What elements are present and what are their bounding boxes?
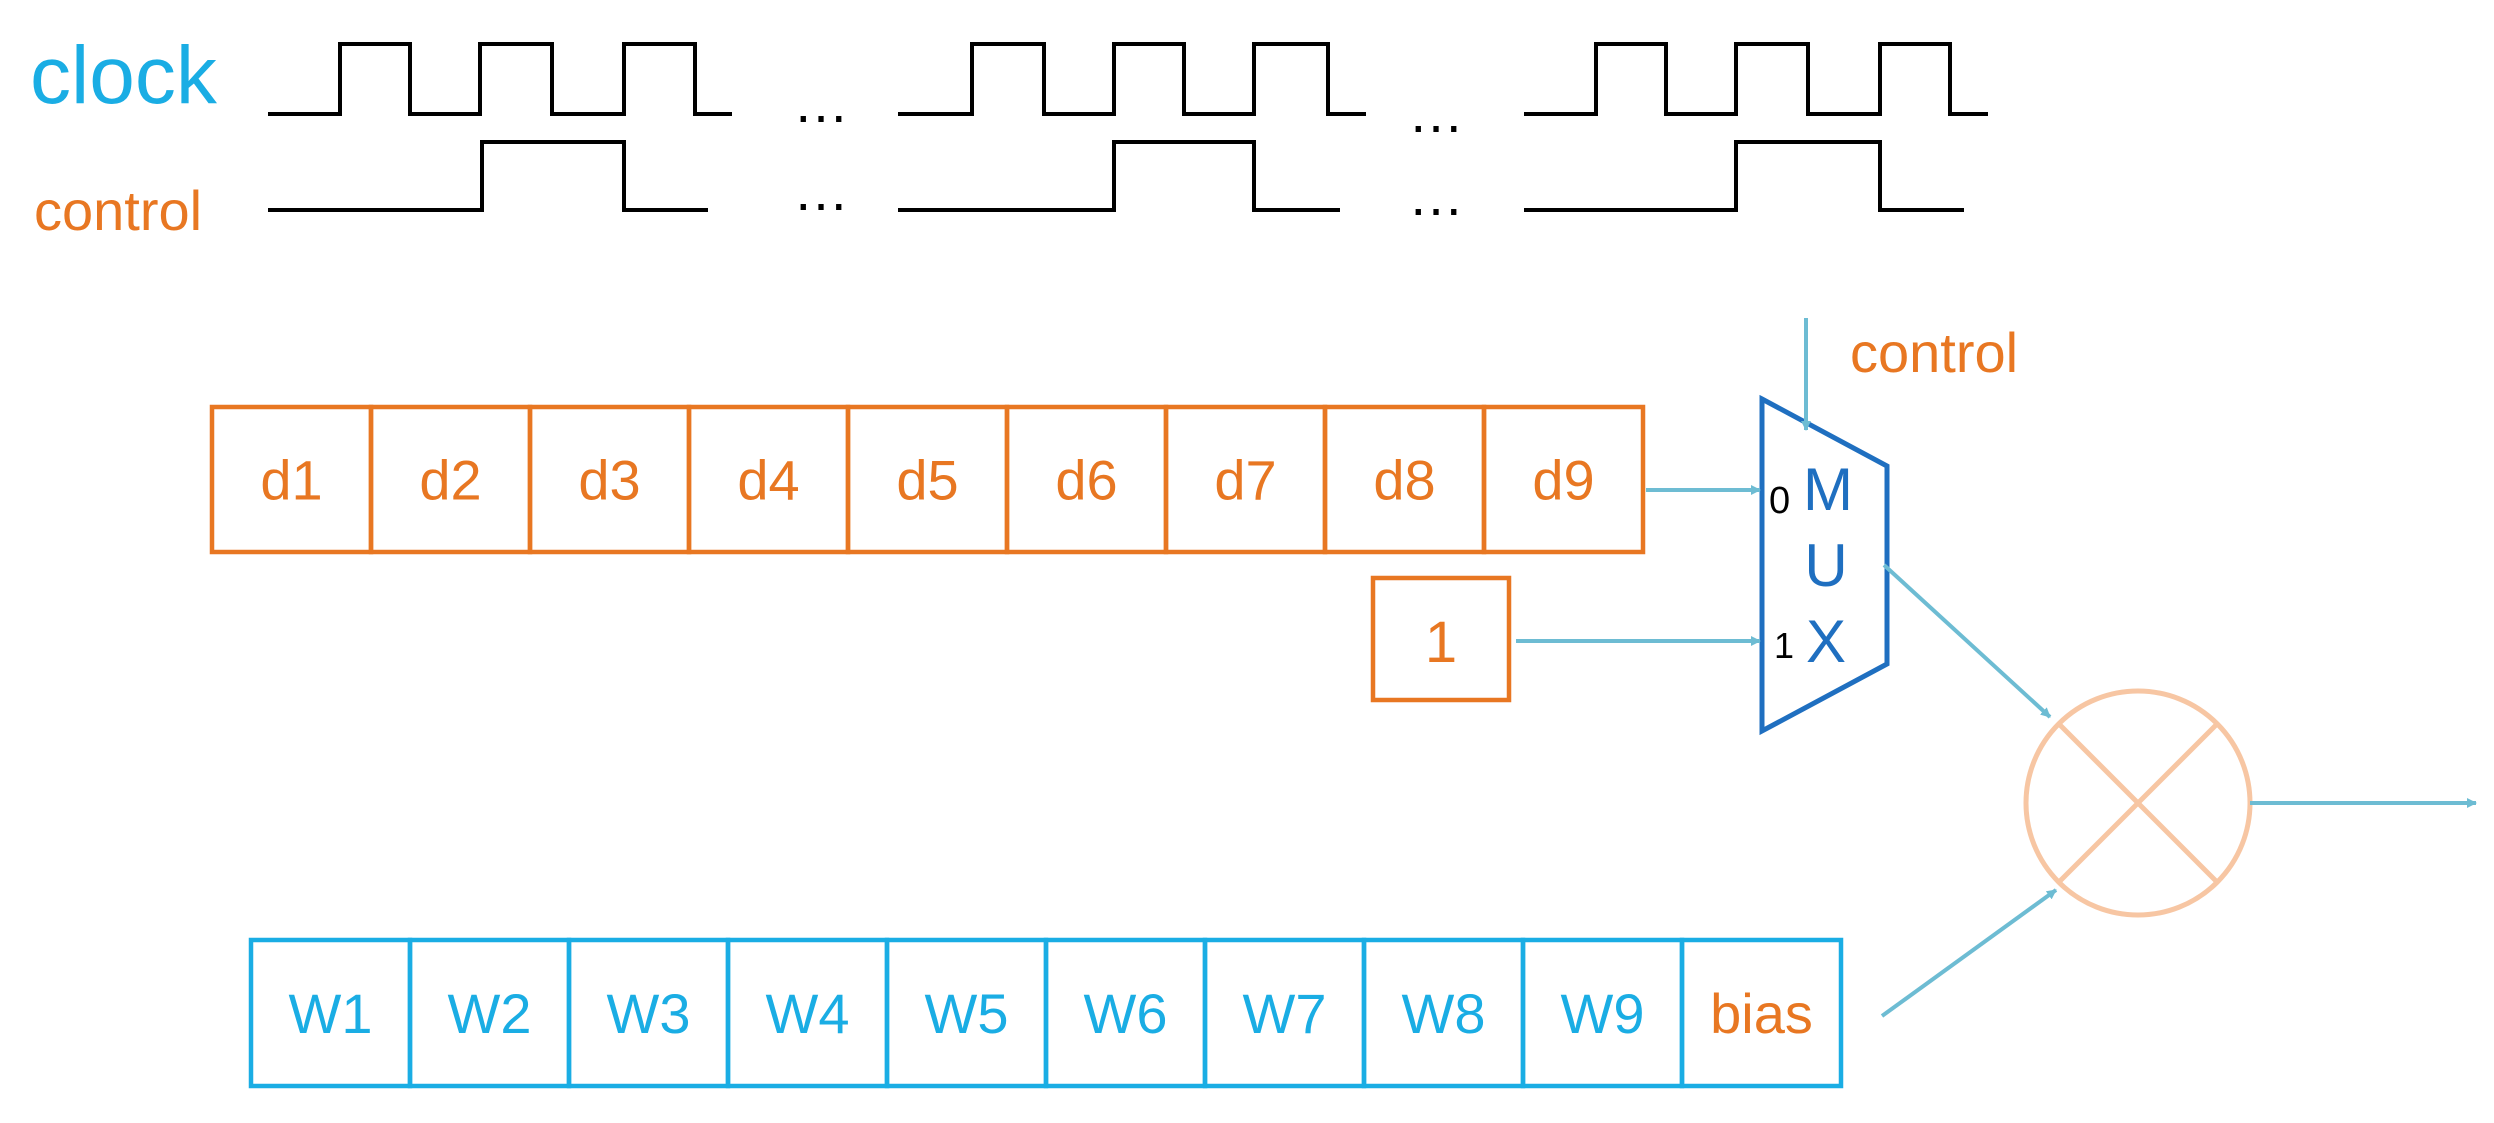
data-register-label-d3: d3 <box>578 449 640 512</box>
mux-trapezoid <box>1759 394 1890 736</box>
constant-one-value: 1 <box>1425 610 1457 675</box>
weight-register-label-w4: W4 <box>766 982 850 1045</box>
timing-diagram: clock control … … … … <box>30 30 1988 242</box>
clock-waveform-2 <box>898 42 1366 116</box>
weight-register-label-w1: W1 <box>289 982 373 1045</box>
control-waveform-3 <box>1524 140 1964 212</box>
mux-letter-u: U <box>1804 532 1847 599</box>
multiplier-cross-2 <box>2057 722 2219 884</box>
clock-label: clock <box>30 30 218 121</box>
arrow-mux-to-multiplier <box>1882 563 2052 719</box>
control-ellipsis-1: … <box>793 159 849 222</box>
data-register-label-d5: d5 <box>896 449 958 512</box>
weight-register-label-w3: W3 <box>607 982 691 1045</box>
multiplier <box>2023 688 2253 918</box>
data-register-label-d1: d1 <box>260 449 322 512</box>
data-register-label-d4: d4 <box>737 449 799 512</box>
weight-register-label-w6: W6 <box>1084 982 1168 1045</box>
data-register: d1 d2 d3 d4 d5 d6 d7 d8 d9 <box>209 404 1646 555</box>
weight-register-label-bias: bias <box>1710 982 1813 1045</box>
data-register-label-d2: d2 <box>419 449 481 512</box>
multiplexer: M U X 0 1 control <box>1759 321 2018 736</box>
constant-one-rect <box>1370 575 1512 703</box>
weight-register-label-w8: W8 <box>1402 982 1486 1045</box>
data-register-label-d9: d9 <box>1532 449 1594 512</box>
mux-select-label: control <box>1850 321 2018 384</box>
mux-input-1-label: 1 <box>1774 625 1794 666</box>
control-label: control <box>34 179 202 242</box>
control-ellipsis-2: … <box>1408 164 1464 227</box>
mux-input-0-label: 0 <box>1769 480 1790 522</box>
data-register-label-d7: d7 <box>1214 449 1276 512</box>
connections <box>1516 318 2477 1018</box>
weight-register: W1 W2 W3 W4 W5 W6 W7 W8 W9 bias <box>248 937 1844 1089</box>
data-register-label-d8: d8 <box>1373 449 1435 512</box>
weight-register-cell-bias <box>1679 937 1844 1089</box>
weight-register-label-w7: W7 <box>1243 982 1327 1045</box>
data-register-label-d6: d6 <box>1055 449 1117 512</box>
weight-register-label-w5: W5 <box>925 982 1009 1045</box>
clock-ellipsis-1: … <box>793 71 849 134</box>
control-waveform-2 <box>898 140 1340 212</box>
constant-one-box: 1 <box>1370 575 1512 703</box>
clock-waveform-1 <box>268 42 732 116</box>
clock-ellipsis-2: … <box>1408 81 1464 144</box>
data-register-cell-d9 <box>1481 404 1646 555</box>
control-waveform-1 <box>268 140 708 212</box>
weight-register-label-w9: W9 <box>1561 982 1645 1045</box>
mux-letter-x: X <box>1806 608 1846 675</box>
mux-letter-m: M <box>1803 456 1853 523</box>
clock-waveform-3 <box>1524 42 1988 116</box>
weight-register-label-w2: W2 <box>448 982 532 1045</box>
arrow-weights-to-multiplier <box>1880 888 2058 1018</box>
